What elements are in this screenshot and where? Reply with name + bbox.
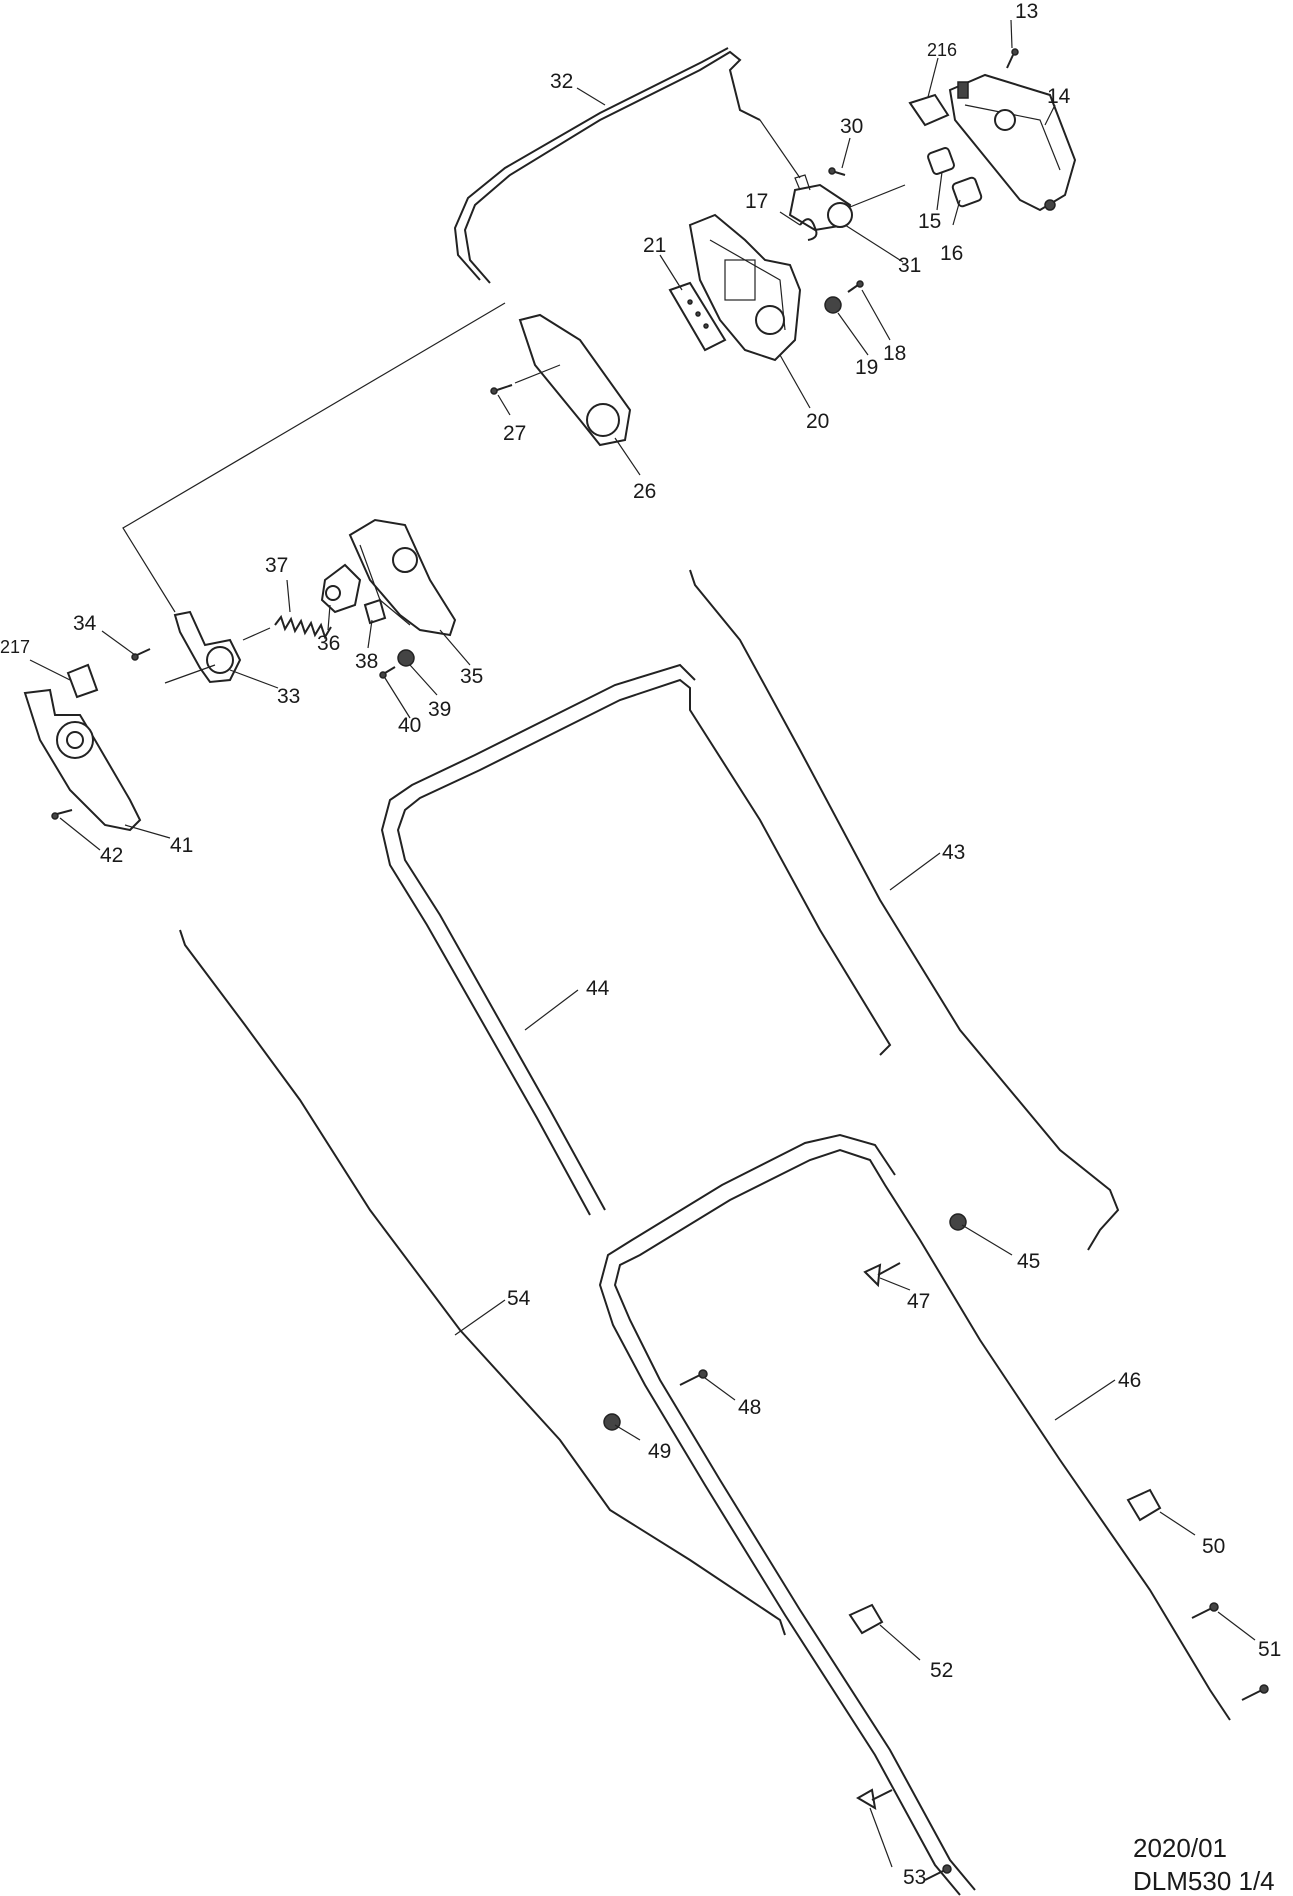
part-16 bbox=[951, 176, 983, 208]
part-18 bbox=[847, 280, 864, 293]
part-46 bbox=[598, 1133, 1231, 1896]
line-33-left bbox=[164, 664, 216, 684]
part-26 bbox=[518, 313, 632, 447]
label-48: 48 bbox=[738, 1396, 761, 1419]
label-44: 44 bbox=[586, 977, 610, 1000]
label-40: 40 bbox=[398, 714, 421, 737]
label-53: 53 bbox=[903, 1866, 926, 1889]
label-52: 52 bbox=[930, 1659, 953, 1682]
part-52 bbox=[848, 1603, 884, 1635]
line-33-37 bbox=[242, 627, 271, 641]
label-16: 16 bbox=[940, 242, 963, 265]
part-42 bbox=[51, 809, 73, 820]
label-51: 51 bbox=[1258, 1638, 1281, 1661]
part-20 bbox=[688, 213, 802, 362]
label-50: 50 bbox=[1202, 1535, 1225, 1558]
part-47 bbox=[863, 1262, 901, 1288]
label-32: 32 bbox=[550, 70, 573, 93]
label-43: 43 bbox=[942, 841, 965, 864]
part-40 bbox=[379, 666, 396, 679]
part-37 bbox=[274, 614, 332, 640]
part-30 bbox=[828, 167, 846, 176]
part-48 bbox=[679, 1369, 708, 1386]
part-13 bbox=[1006, 48, 1019, 69]
assembly-line-32-33 bbox=[122, 302, 506, 613]
part-49 bbox=[603, 1413, 621, 1431]
label-20: 20 bbox=[806, 410, 829, 433]
part-216 bbox=[908, 93, 950, 127]
part-50 bbox=[1126, 1488, 1162, 1522]
cable-32-inner bbox=[453, 47, 729, 281]
label-37: 37 bbox=[265, 554, 288, 577]
part-36 bbox=[320, 563, 362, 614]
part-38 bbox=[363, 598, 387, 625]
label-216: 216 bbox=[927, 40, 957, 60]
label-35: 35 bbox=[460, 665, 483, 688]
label-38: 38 bbox=[355, 650, 378, 673]
label-19: 19 bbox=[855, 356, 878, 379]
label-21: 21 bbox=[643, 234, 666, 257]
part-33 bbox=[173, 610, 242, 684]
part-34 bbox=[131, 648, 151, 661]
label-27: 27 bbox=[503, 422, 526, 445]
label-30: 30 bbox=[840, 115, 863, 138]
part-51 bbox=[1191, 1602, 1219, 1619]
part-35 bbox=[348, 518, 457, 637]
part-45 bbox=[949, 1213, 967, 1231]
part-39 bbox=[397, 649, 415, 667]
label-46: 46 bbox=[1118, 1369, 1141, 1392]
label-45: 45 bbox=[1017, 1250, 1040, 1273]
cable-32 bbox=[463, 50, 761, 284]
label-33: 33 bbox=[277, 685, 300, 708]
label-15: 15 bbox=[918, 210, 941, 233]
footer-model-page: DLM530 1/4 bbox=[1133, 1866, 1275, 1896]
label-17: 17 bbox=[745, 190, 768, 213]
label-47: 47 bbox=[907, 1290, 930, 1313]
line-31-15 bbox=[849, 184, 906, 208]
label-18: 18 bbox=[883, 342, 906, 365]
line-30-31 bbox=[759, 119, 801, 179]
label-41: 41 bbox=[170, 834, 193, 857]
part-21 bbox=[668, 281, 727, 352]
part-27 bbox=[490, 384, 513, 395]
part-19 bbox=[824, 296, 842, 314]
label-54: 54 bbox=[507, 1287, 531, 1310]
cable-54 bbox=[179, 929, 786, 1636]
label-31: 31 bbox=[898, 254, 921, 277]
part-53b bbox=[924, 1864, 952, 1881]
line-27-26 bbox=[514, 364, 561, 384]
part-15 bbox=[927, 147, 955, 175]
part-41 bbox=[23, 688, 142, 832]
leader-lines bbox=[29, 19, 1256, 1868]
part-17 bbox=[799, 218, 818, 241]
footer-date: 2020/01 bbox=[1133, 1833, 1227, 1863]
label-13: 13 bbox=[1015, 0, 1038, 23]
part-31 bbox=[788, 174, 853, 232]
part-51b bbox=[1241, 1684, 1269, 1701]
label-39: 39 bbox=[428, 698, 451, 721]
part-217 bbox=[66, 663, 99, 699]
label-36: 36 bbox=[317, 632, 340, 655]
part-53 bbox=[856, 1788, 893, 1810]
label-217: 217 bbox=[0, 637, 30, 657]
cable-43 bbox=[689, 569, 1120, 1251]
label-49: 49 bbox=[648, 1440, 671, 1463]
label-34: 34 bbox=[73, 612, 97, 635]
label-14: 14 bbox=[1047, 85, 1071, 108]
part-44 bbox=[380, 663, 892, 1216]
part-14 bbox=[948, 73, 1077, 212]
label-42: 42 bbox=[100, 844, 123, 867]
label-26: 26 bbox=[633, 480, 656, 503]
